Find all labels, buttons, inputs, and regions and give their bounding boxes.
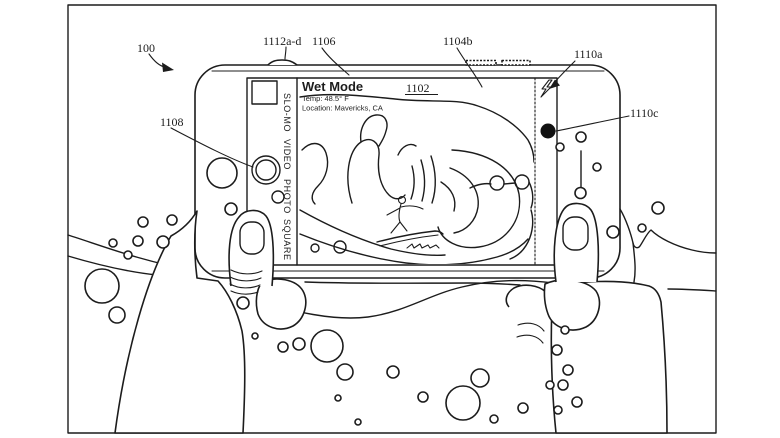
flash-icon — [540, 79, 553, 98]
mode-label-square: SQUARE — [282, 219, 292, 261]
capture-indicator-dot — [540, 123, 556, 139]
camera-screen: SLO-MO VIDEO PHOTO SQUARE — [246, 77, 558, 266]
mode-label-video: VIDEO — [282, 139, 292, 170]
leader-1112a-d — [284, 46, 287, 60]
arrowhead-100 — [162, 62, 174, 72]
viewfinder-bubble — [310, 243, 320, 253]
leader-1104b — [456, 47, 483, 88]
location-readout: Location: Mavericks, CA — [302, 104, 383, 113]
left-fist — [255, 278, 307, 330]
leader-1110c — [555, 115, 630, 132]
leader-lines — [148, 46, 630, 168]
phone-top-sensor-bump — [267, 59, 298, 66]
ref-label-1108: 1108 — [160, 115, 184, 129]
right-knuckles-waterline — [619, 208, 717, 283]
bubble-field — [84, 131, 665, 426]
phone-top-button-1 — [465, 59, 497, 66]
left-hand — [114, 209, 307, 434]
right-knuckle-bump — [505, 284, 547, 308]
shutter-button-icon — [251, 155, 281, 185]
temperature-readout: Temp: 48.5° F — [302, 94, 349, 103]
ref-label-1102: 1102 — [406, 81, 430, 95]
mode-label-photo: PHOTO — [282, 179, 292, 214]
mode-label-slomo: SLO-MO — [282, 93, 292, 132]
ref-label-1106: 1106 — [312, 34, 336, 48]
shutter-button-inner-ring — [255, 159, 277, 181]
camera-flip-icon — [271, 190, 285, 204]
right-fist — [543, 279, 601, 331]
last-photo-thumbnail-icon — [251, 80, 278, 105]
leader-1106 — [321, 47, 350, 76]
display-bezel — [246, 77, 558, 266]
edge-slider-handle — [574, 186, 587, 200]
ref-label-1110a: 1110a — [574, 47, 603, 61]
right-thumb — [553, 202, 600, 283]
ref-label-100: 100 — [137, 41, 155, 55]
ref-label-1112a-d: 1112a-d — [263, 34, 301, 48]
drawing-frame — [67, 4, 717, 434]
right-hand — [505, 202, 668, 434]
phone-top-button-2 — [501, 59, 531, 66]
reference-labels: 100 1112a-d 1106 1104b 1110a 1110c 1108 … — [137, 34, 658, 129]
arrowhead-1110a — [549, 79, 560, 89]
viewfinder-bubble — [333, 240, 347, 254]
surfer-figure — [376, 195, 444, 247]
ref-label-1104b: 1104b — [443, 34, 473, 48]
right-thumb-nail — [562, 216, 589, 251]
ref-label-1110c: 1110c — [630, 106, 658, 120]
leader-1108 — [170, 127, 254, 168]
left-thumb-nail — [239, 221, 265, 255]
wet-mode-title: Wet Mode — [302, 79, 363, 94]
wave-illustration — [299, 93, 534, 264]
